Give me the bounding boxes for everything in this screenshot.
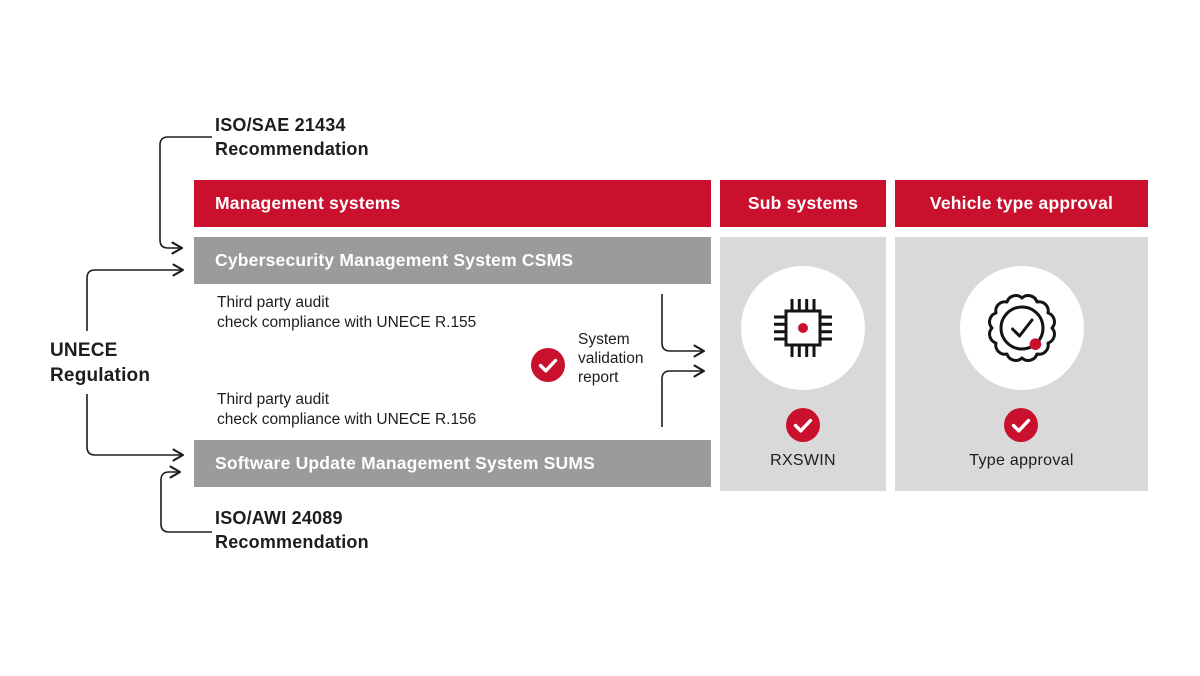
iso-sae-label-line1: ISO/SAE 21434 bbox=[215, 115, 346, 135]
unece-label-line1: UNECE bbox=[50, 340, 118, 361]
validation-line2: validation bbox=[578, 350, 644, 367]
unece-regulation-label: UNECE Regulation bbox=[50, 338, 150, 388]
sub-systems-header-label: Sub systems bbox=[747, 193, 859, 213]
validation-check-icon bbox=[531, 348, 565, 382]
arrow-sums-to-subsystems bbox=[661, 364, 706, 427]
vehicle-type-approval-header: Vehicle type approval bbox=[895, 180, 1148, 227]
arrow-unece-to-sums bbox=[86, 394, 185, 462]
validation-line3: report bbox=[578, 369, 619, 386]
management-systems-header-label: Management systems bbox=[215, 193, 401, 213]
rxswin-label: RXSWIN bbox=[770, 452, 836, 469]
audit-r156-line2: check compliance with UNECE R.156 bbox=[217, 410, 477, 428]
audit-r155-line2: check compliance with UNECE R.155 bbox=[217, 313, 477, 331]
sums-bar-label: Software Update Management System SUMS bbox=[215, 453, 596, 473]
iso-sae-label-line2: Recommendation bbox=[215, 139, 369, 159]
badge-circle bbox=[960, 266, 1084, 390]
audit-r155-line1: Third party audit bbox=[217, 294, 329, 311]
type-approval-check-icon bbox=[1004, 408, 1038, 442]
vehicle-type-approval-header-label: Vehicle type approval bbox=[929, 193, 1114, 213]
unece-label-line2: Regulation bbox=[50, 365, 151, 386]
arrow-csms-to-subsystems bbox=[661, 294, 706, 358]
certificate-badge-icon bbox=[988, 294, 1056, 362]
csms-bar: Cybersecurity Management System CSMS bbox=[194, 237, 711, 284]
audit-r156-note: Third party audit check compliance with … bbox=[217, 390, 476, 429]
chip-circle bbox=[741, 266, 865, 390]
iso-sae-label: ISO/SAE 21434 Recommendation bbox=[215, 113, 369, 161]
microchip-icon bbox=[774, 299, 832, 357]
arrow-unece-to-csms bbox=[86, 263, 185, 331]
sub-systems-header: Sub systems bbox=[720, 180, 886, 227]
validation-line1: System bbox=[578, 331, 630, 348]
audit-r155-note: Third party audit check compliance with … bbox=[217, 293, 476, 332]
system-validation-report-note: System validation report bbox=[578, 330, 644, 387]
iso-awi-label: ISO/AWI 24089 Recommendation bbox=[215, 506, 369, 554]
rxswin-check-icon bbox=[786, 408, 820, 442]
csms-bar-label: Cybersecurity Management System CSMS bbox=[215, 250, 574, 270]
sums-bar: Software Update Management System SUMS bbox=[194, 440, 711, 487]
audit-r156-line1: Third party audit bbox=[217, 391, 329, 408]
iso-awi-label-line1: ISO/AWI 24089 bbox=[215, 508, 343, 528]
iso-awi-label-line2: Recommendation bbox=[215, 532, 369, 552]
type-approval-label: Type approval bbox=[969, 452, 1074, 469]
management-systems-header: Management systems bbox=[194, 180, 711, 227]
